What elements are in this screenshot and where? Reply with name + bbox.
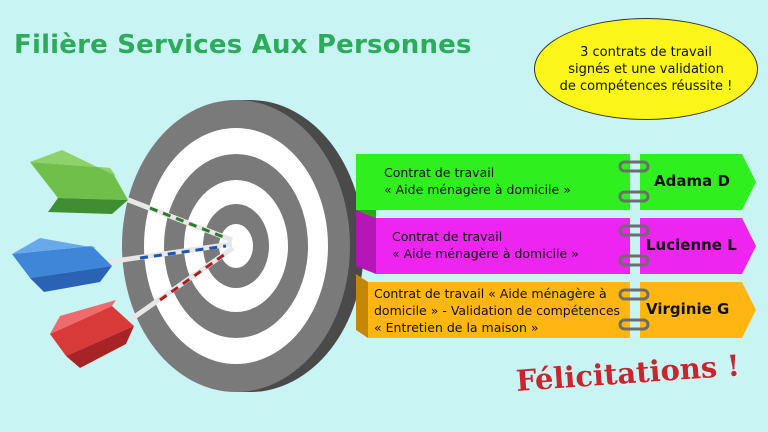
row-3-line-3: « Entretien de la maison »: [374, 320, 539, 335]
row-1-line-1: Contrat de travail: [384, 165, 495, 180]
info-bubble: 3 contrats de travail signés et une vali…: [534, 18, 758, 120]
green-dart-icon: [30, 150, 233, 243]
row-1-name: Adama D: [654, 172, 730, 190]
row-2-line-1: Contrat de travail: [392, 229, 503, 244]
binder-rings: [618, 160, 650, 331]
row-1-line-2: « Aide ménagère à domicile »: [384, 182, 571, 197]
congratulations-text: Félicitations !: [514, 348, 741, 398]
row-2-name: Lucienne L: [646, 236, 737, 254]
blue-dart-icon: [12, 238, 233, 292]
row-3-description: Contrat de travail « Aide ménagère à dom…: [374, 285, 620, 336]
bubble-line-2: signés et une validation: [568, 61, 724, 77]
dartboard-target-icon: [12, 100, 364, 392]
row-3-line-2: domicile » - Validation de compétences: [374, 303, 621, 318]
page-title: Filière Services Aux Personnes: [14, 30, 472, 60]
bubble-line-3: de compétences réussite !: [559, 78, 733, 94]
row-3-line-1: Contrat de travail « Aide ménagère à: [374, 286, 607, 301]
red-dart-icon: [50, 245, 235, 368]
bubble-line-1: 3 contrats de travail: [580, 44, 712, 60]
row-2-description: Contrat de travail « Aide ménagère à dom…: [392, 228, 579, 262]
row-1-description: Contrat de travail « Aide ménagère à dom…: [384, 164, 571, 198]
row-3-name: Virginie G: [646, 300, 730, 318]
row-2-line-2: « Aide ménagère à domicile »: [392, 246, 579, 261]
